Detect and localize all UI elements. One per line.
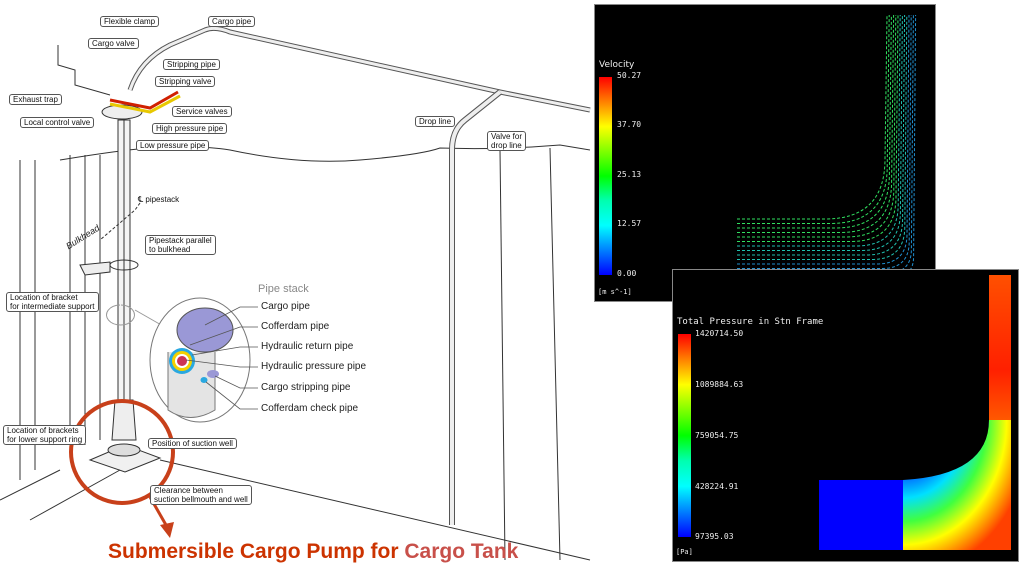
callout-low-pressure-pipe: Low pressure pipe — [136, 140, 210, 151]
velocity-streamline — [737, 14, 895, 233]
pressure-plot-panel: Total Pressure in Stn Frame 1420714.50 1… — [672, 269, 1019, 562]
velocity-plot-panel: Velocity 50.27 37.70 25.13 12.57 0.00 [m… — [594, 4, 936, 302]
callout-high-pressure-pipe: High pressure pipe — [152, 123, 228, 134]
pipe-stack-item: Hydraulic return pipe — [261, 341, 354, 352]
pressure-colorbar — [678, 334, 691, 537]
velocity-streamline — [737, 14, 892, 229]
pressure-tick: 1089884.63 — [695, 380, 744, 389]
centerline-symbol: ℄ — [138, 195, 144, 204]
pipestack-centerline-label: ℄ pipestack — [138, 195, 179, 204]
callout-flexible-clamp: Flexible clamp — [100, 16, 160, 27]
velocity-vector-field — [737, 14, 917, 278]
pressure-contour — [819, 275, 1011, 550]
velocity-tick: 25.13 — [617, 170, 642, 179]
velocity-streamline — [737, 14, 901, 247]
callout-stripping-valve: Stripping valve — [155, 76, 216, 87]
pipe-stack-item: Cofferdam check pipe — [261, 403, 359, 414]
pipe-stack-cross-section — [149, 297, 258, 423]
pipestack-parallel-line2: to bulkhead — [149, 245, 191, 254]
pressure-tick: 1420714.50 — [695, 329, 744, 338]
velocity-tick: 50.27 — [617, 71, 642, 80]
pipe-stack-heading: Pipe stack — [258, 283, 309, 295]
pump-installation-drawing — [0, 25, 591, 561]
pipe-stack-item: Cargo stripping pipe — [261, 382, 351, 393]
callout-stripping-pipe: Stripping pipe — [163, 59, 220, 70]
pressure-tick: 428224.91 — [695, 482, 739, 491]
pipestack-parallel-line1: Pipestack parallel — [149, 236, 212, 245]
pressure-tick: 97395.03 — [695, 532, 734, 541]
bracket-intermediate-line2: for intermediate support — [10, 302, 95, 311]
callout-exhaust-trap: Exhaust trap — [9, 94, 62, 105]
caption: Submersible Cargo Pump for Cargo Tank — [108, 540, 518, 564]
callout-suction-well: Position of suction well — [148, 438, 237, 449]
pressure-tick: 759054.75 — [695, 431, 739, 440]
velocity-tick: 12.57 — [617, 219, 642, 228]
callout-local-control-valve: Local control valve — [20, 117, 95, 128]
bracket-lower-line2: for lower support ring — [7, 435, 83, 444]
valve-drop-line-line2: drop line — [491, 141, 522, 150]
pipe-stack-item: Cargo pipe — [261, 301, 310, 312]
callout-service-valves: Service valves — [172, 106, 232, 117]
velocity-streamline — [737, 14, 908, 260]
valve-drop-line-line1: Valve for — [491, 132, 522, 141]
velocity-streamline — [737, 14, 890, 224]
callout-cargo-valve: Cargo valve — [88, 38, 139, 49]
velocity-streamline — [737, 14, 910, 265]
pipe-stack-item: Hydraulic pressure pipe — [261, 361, 367, 372]
velocity-streamline — [737, 14, 906, 256]
pipestack-label: pipestack — [145, 195, 180, 204]
caption-part1: Submersible Cargo Pump for — [108, 540, 405, 563]
pump-highlight-circle — [69, 399, 175, 505]
bracket-intermediate-line1: Location of bracket — [10, 293, 78, 302]
velocity-streamline — [737, 14, 899, 242]
callout-cargo-pipe: Cargo pipe — [208, 16, 256, 27]
pressure-unit: [Pa] — [676, 548, 693, 556]
arrow-head-icon — [160, 522, 174, 538]
pressure-title: Total Pressure in Stn Frame — [677, 317, 824, 327]
clearance-line1: Clearance between — [154, 486, 223, 495]
velocity-tick: 0.00 — [617, 269, 637, 278]
velocity-streamline — [737, 14, 888, 220]
velocity-title: Velocity — [599, 60, 635, 70]
bracket-lower-line1: Location of brackets — [7, 426, 79, 435]
velocity-streamline — [737, 14, 912, 269]
velocity-streamline — [737, 14, 897, 238]
velocity-streamline — [737, 14, 903, 251]
velocity-colorbar — [599, 77, 612, 275]
velocity-tick: 37.70 — [617, 120, 642, 129]
caption-part2: Cargo Tank — [404, 540, 519, 563]
clearance-line2: suction bellmouth and well — [154, 495, 248, 504]
callout-drop-line: Drop line — [415, 116, 456, 127]
velocity-unit: [m s^-1] — [598, 288, 632, 296]
pipe-stack-item: Cofferdam pipe — [261, 321, 330, 332]
